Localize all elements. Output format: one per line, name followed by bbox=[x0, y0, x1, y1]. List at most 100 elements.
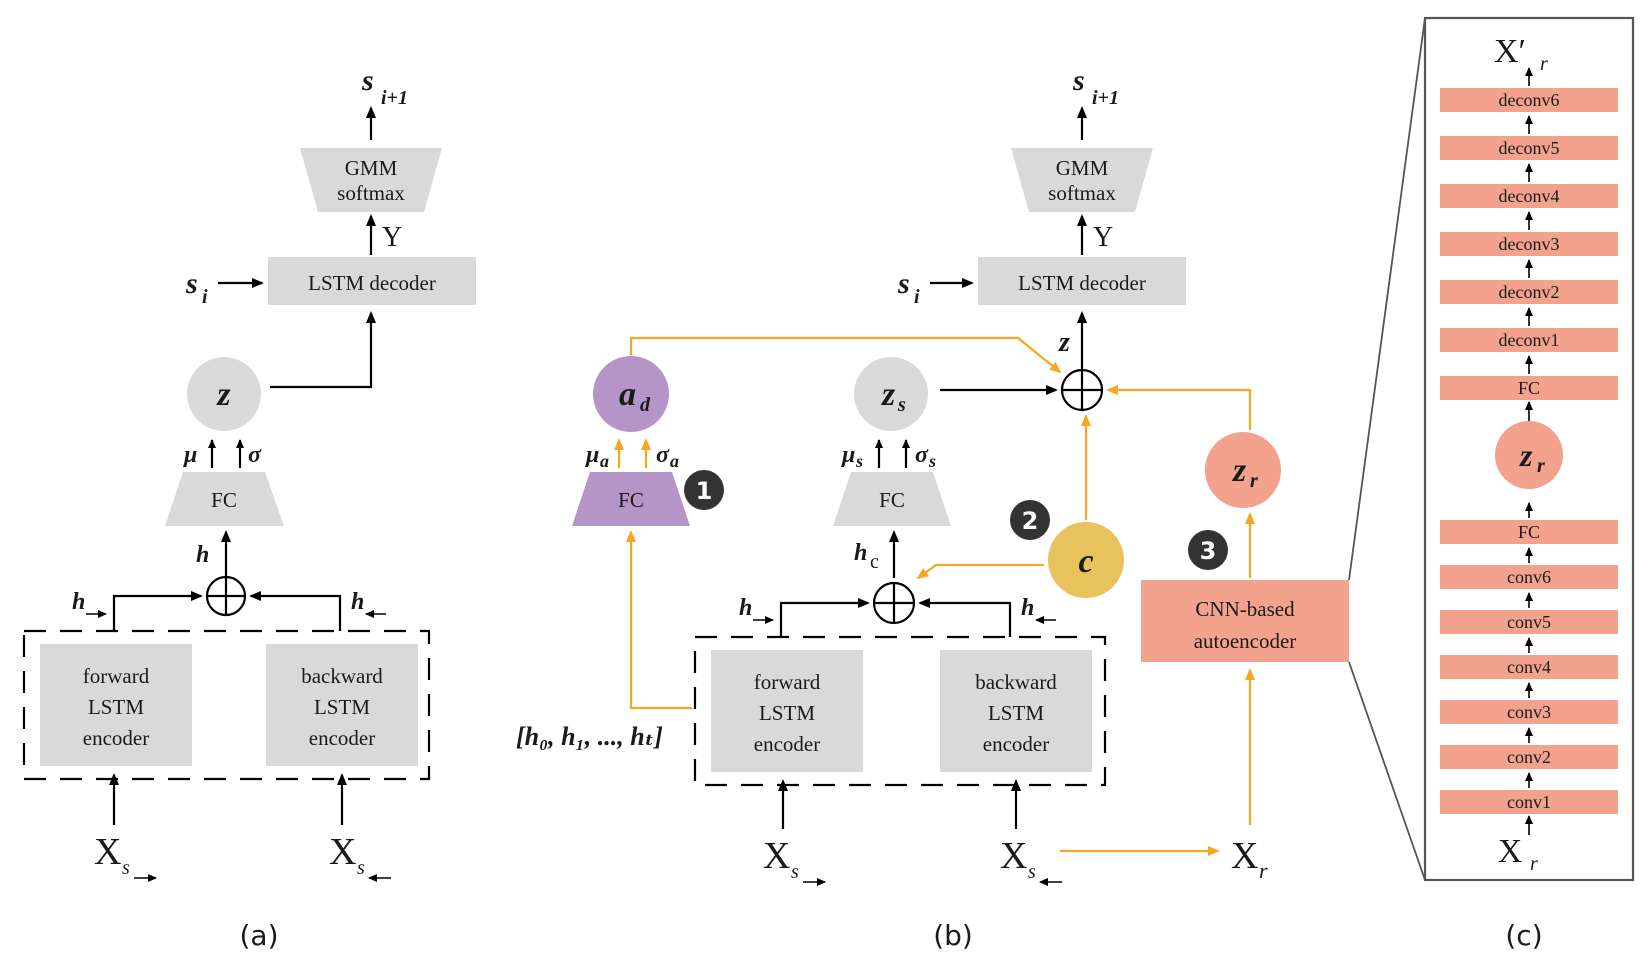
panel-b-gmm-label: GMM bbox=[1056, 156, 1109, 180]
panel-a: s i+1 GMM softmax Y LSTM decoder s i z μ… bbox=[22, 64, 476, 952]
panel-b-c-node bbox=[1048, 522, 1124, 598]
panel-a-x-fwd-label: X bbox=[94, 831, 121, 873]
panel-b-fc-attention bbox=[572, 472, 690, 526]
panel-b-c-label: c bbox=[1078, 543, 1093, 580]
panel-a-softmax-label: softmax bbox=[337, 181, 405, 205]
panel-b-zs-subscript: s bbox=[897, 394, 906, 416]
panel-b-softmax-label: softmax bbox=[1048, 181, 1116, 205]
panel-c-enc-layer-conv1 bbox=[1440, 790, 1618, 814]
panel-b-arrow-zr-to-concat bbox=[1106, 385, 1252, 430]
panel-b-x-bwd-subscript: s bbox=[1028, 861, 1036, 883]
panel-b-ad-label: a bbox=[619, 376, 636, 413]
panel-a-forward-encoder bbox=[40, 644, 192, 766]
panel-b-badge-1-label: 1 bbox=[696, 477, 713, 505]
panel-b-hc-label: h bbox=[854, 540, 867, 566]
panel-b-mus-label: μ bbox=[840, 442, 855, 468]
panel-b-cnn-line2: autoencoder bbox=[1194, 629, 1297, 653]
panel-c-dec-layer-label-FC: FC bbox=[1518, 378, 1540, 398]
panel-a-sigma-label: σ bbox=[248, 442, 262, 468]
panel-b-fc-attention-label: FC bbox=[618, 488, 644, 512]
panel-b-fc-style bbox=[833, 472, 951, 526]
panel-c-dec-layer-label-deconv6: deconv6 bbox=[1499, 90, 1560, 110]
panel-c-dec-layer-deconv3 bbox=[1440, 232, 1618, 256]
panel-b-arrow-h-fwd bbox=[779, 598, 870, 637]
panel-b-output-label: s bbox=[1072, 64, 1085, 97]
panel-b-sigmaa-label: σ bbox=[656, 442, 670, 468]
panel-b-badge-2 bbox=[1010, 500, 1050, 540]
panel-b-lstm-decoder bbox=[978, 257, 1186, 305]
panel-b-lstm-decoder-label: LSTM decoder bbox=[1018, 271, 1146, 295]
panel-c: X′ r deconv6deconv5deconv4deconv3deconv2… bbox=[1423, 16, 1635, 952]
panel-b-cnn-autoencoder bbox=[1141, 580, 1349, 662]
panel-b: s i+1 GMM softmax Y LSTM decoder s i z a… bbox=[516, 64, 1349, 952]
panel-c-output-label: X′ bbox=[1494, 33, 1526, 70]
panel-a-forward-line1: forward bbox=[83, 664, 150, 688]
panel-c-output-subscript: r bbox=[1540, 53, 1548, 75]
panel-a-h-fwd-label: h bbox=[72, 589, 85, 615]
panel-a-lstm-decoder-label: LSTM decoder bbox=[308, 271, 436, 295]
panel-c-dec-layer-label-deconv4: deconv4 bbox=[1499, 186, 1560, 206]
panel-a-backward-line2: LSTM bbox=[314, 695, 370, 719]
panel-c-enc-layer-label-conv5: conv5 bbox=[1507, 612, 1551, 632]
panel-a-forward-line2: LSTM bbox=[88, 695, 144, 719]
panel-b-cnn-line1: CNN-based bbox=[1195, 597, 1295, 621]
panel-a-h-bwd-label: h bbox=[351, 589, 364, 615]
panel-b-sigmas-label: σ bbox=[915, 442, 929, 468]
panel-b-zr-subscript: r bbox=[1250, 470, 1258, 492]
panel-a-arrow-z-to-decoder bbox=[270, 311, 376, 389]
panel-c-enc-layer-label-conv6: conv6 bbox=[1507, 567, 1551, 587]
panel-a-backward-encoder bbox=[266, 644, 418, 766]
panel-a-caption: (a) bbox=[239, 919, 278, 952]
panel-c-dec-layer-deconv1 bbox=[1440, 328, 1618, 352]
panel-a-encoder-container bbox=[22, 629, 431, 781]
panel-c-caption: (c) bbox=[1505, 919, 1542, 952]
panel-a-output-label: s bbox=[361, 64, 374, 97]
panel-a-arrow-h-bwd bbox=[249, 591, 342, 631]
panel-a-arrow-h-fwd bbox=[112, 591, 203, 631]
panel-c-enc-layer-label-conv4: conv4 bbox=[1507, 657, 1551, 677]
panel-c-dec-layer-deconv6 bbox=[1440, 88, 1618, 112]
panel-b-backward-line2: LSTM bbox=[988, 701, 1044, 725]
panel-b-gmm-softmax bbox=[1011, 148, 1153, 212]
panel-c-zr-subscript: r bbox=[1537, 455, 1545, 477]
panel-c-enc-layer-conv6 bbox=[1440, 565, 1618, 589]
panel-a-y-label: Y bbox=[382, 222, 402, 253]
zoom-connector-top bbox=[1348, 17, 1426, 581]
panel-c-dec-layer-FC bbox=[1440, 376, 1618, 400]
panel-b-xr-label: X bbox=[1231, 835, 1258, 877]
panel-b-xr-subscript: r bbox=[1259, 858, 1268, 883]
panel-c-zr-node bbox=[1495, 421, 1563, 489]
panel-b-zr-node bbox=[1205, 432, 1281, 508]
panel-a-si-subscript: i bbox=[202, 286, 208, 308]
panel-a-z-node bbox=[187, 357, 261, 431]
panel-c-enc-layer-FC bbox=[1440, 520, 1618, 544]
panel-c-enc-layer-label-conv1: conv1 bbox=[1507, 792, 1551, 812]
panel-c-input-subscript: r bbox=[1530, 853, 1538, 875]
panel-b-mus-subscript: s bbox=[855, 451, 863, 471]
panel-c-dec-layer-label-deconv1: deconv1 bbox=[1499, 330, 1560, 350]
panel-b-ad-subscript: d bbox=[640, 394, 651, 416]
panel-c-enc-layer-conv2 bbox=[1440, 745, 1618, 769]
panel-c-input-label: X bbox=[1498, 833, 1523, 870]
panel-b-forward-line1: forward bbox=[754, 670, 821, 694]
panel-c-enc-layer-label-conv2: conv2 bbox=[1507, 747, 1551, 767]
panel-b-z-label: z bbox=[1058, 327, 1070, 358]
panel-b-badge-3 bbox=[1188, 530, 1228, 570]
panel-a-h-label: h bbox=[196, 542, 209, 568]
panel-a-mu-label: μ bbox=[182, 442, 197, 468]
panel-c-enc-layer-conv5 bbox=[1440, 610, 1618, 634]
panel-b-forward-encoder bbox=[711, 650, 863, 772]
panel-b-x-fwd-label: X bbox=[763, 835, 790, 877]
panel-b-y-label: Y bbox=[1093, 222, 1113, 253]
panel-b-arrow-c-to-encoder bbox=[916, 563, 1044, 580]
panel-c-zr-label: z bbox=[1519, 437, 1533, 473]
panel-b-backward-line3: encoder bbox=[983, 732, 1049, 756]
zoom-connector-bottom bbox=[1348, 661, 1426, 881]
panel-c-dec-layer-deconv4 bbox=[1440, 184, 1618, 208]
panel-c-decoder-stack: deconv6deconv5deconv4deconv3deconv2decon… bbox=[1440, 67, 1618, 422]
panel-a-fc-label: FC bbox=[211, 488, 237, 512]
panel-b-badge-1 bbox=[684, 470, 724, 510]
panel-b-mua-label: μ bbox=[584, 442, 599, 468]
